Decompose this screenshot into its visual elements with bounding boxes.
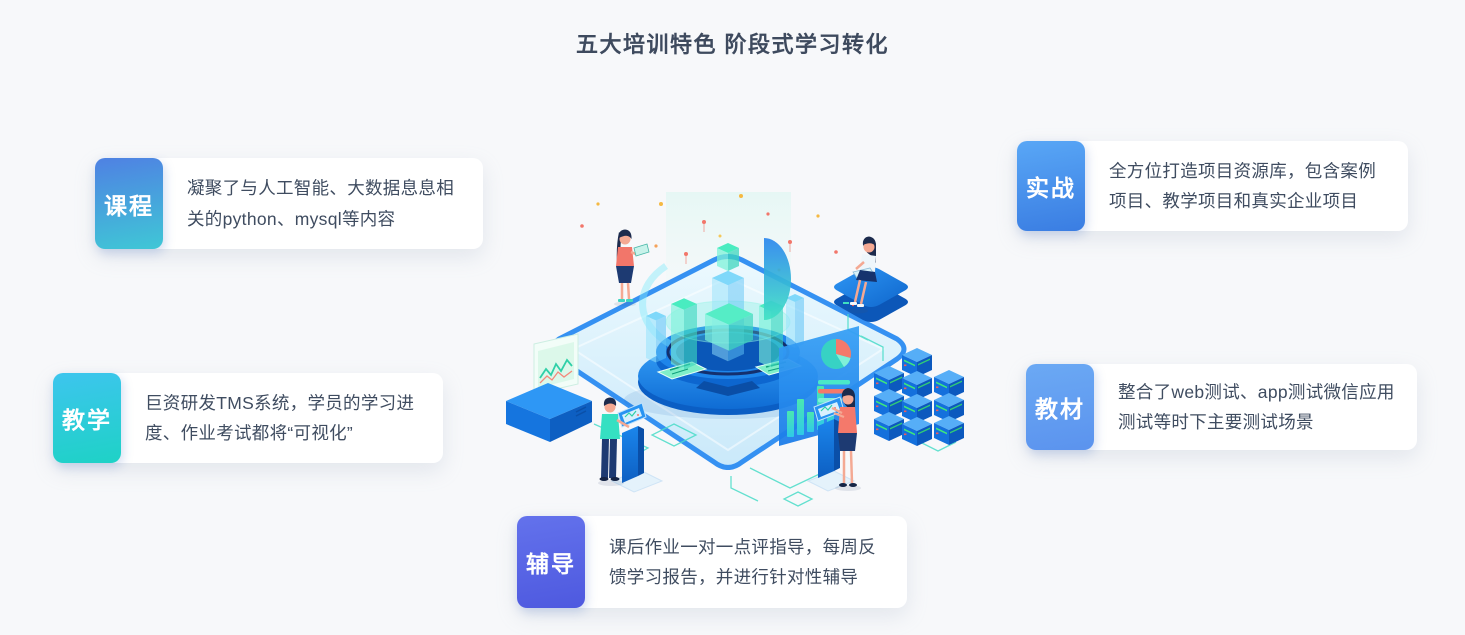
feature-badge-teaching: 教学 xyxy=(53,373,121,463)
center-illustration-icon xyxy=(506,192,964,507)
line-chart-monitor-icon xyxy=(506,333,592,442)
woman-at-kiosk-icon xyxy=(806,388,861,492)
feature-badge-tutoring: 辅导 xyxy=(517,516,585,608)
circuit-lines-icon xyxy=(593,314,957,507)
hologram-bar-chart-icon xyxy=(639,238,804,370)
feature-badge-course: 课程 xyxy=(95,158,163,249)
feature-card-course: 课程 凝聚了与人工智能、大数据息息相关的python、mysql等内容 xyxy=(95,158,483,249)
feature-badge-practice: 实战 xyxy=(1017,141,1085,231)
feature-description-course: 凝聚了与人工智能、大数据息息相关的python、mysql等内容 xyxy=(187,178,454,229)
man-at-kiosk-icon xyxy=(598,397,664,493)
feature-description-tutoring: 课后作业一对一点评指导，每周反馈学习报告，并进行针对性辅导 xyxy=(609,536,876,587)
feature-description-teaching: 巨资研发TMS系统，学员的学习进度、作业考试都将“可视化” xyxy=(145,392,415,443)
sitting-woman-icon xyxy=(834,236,908,322)
hologram-arc-icon xyxy=(764,238,791,320)
page-title: 五大培训特色 阶段式学习转化 xyxy=(575,32,890,57)
feature-card-practice: 实战 全方位打造项目资源库，包含案例项目、教学项目和真实企业项目 xyxy=(1017,141,1408,231)
feature-badge-textbook: 教材 xyxy=(1026,364,1094,450)
confetti-dots-icon xyxy=(580,194,838,272)
feature-card-tutoring: 辅导 课后作业一对一点评指导，每周反馈学习报告，并进行针对性辅导 xyxy=(517,516,907,608)
feature-description-textbook: 整合了web测试、app测试微信应用测试等时下主要测试场景 xyxy=(1118,381,1395,432)
feature-description-practice: 全方位打造项目资源库，包含案例项目、教学项目和真实企业项目 xyxy=(1109,160,1376,211)
feature-card-textbook: 教材 整合了web测试、app测试微信应用测试等时下主要测试场景 xyxy=(1026,364,1417,450)
feature-card-teaching: 教学 巨资研发TMS系统，学员的学习进度、作业考试都将“可视化” xyxy=(53,373,443,463)
standing-woman-icon xyxy=(614,229,650,307)
